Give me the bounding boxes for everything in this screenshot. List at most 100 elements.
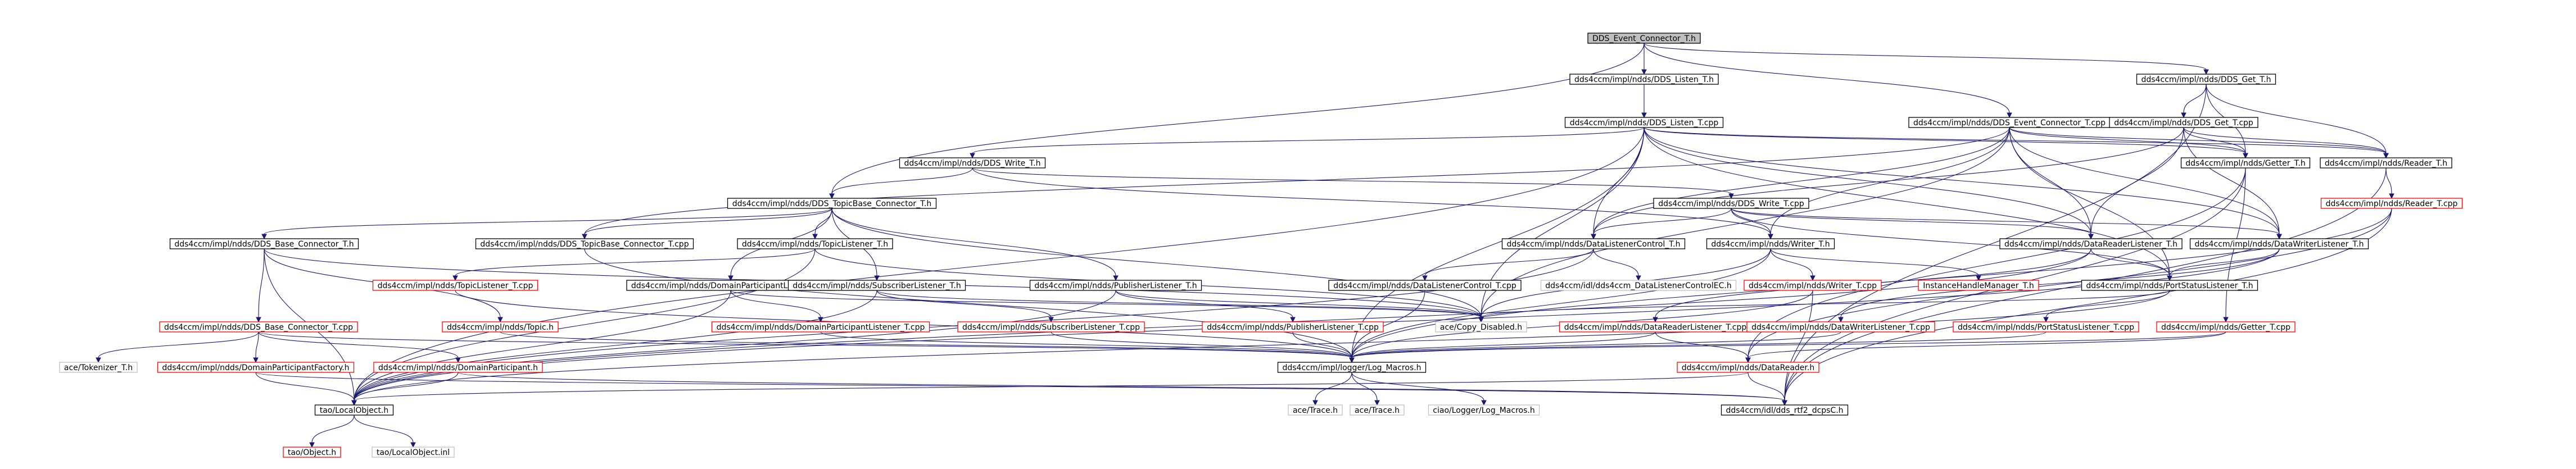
node-dds4ccm-impl-ndds-datawriterlistener-t-h[interactable]: dds4ccm/impl/ndds/DataWriterListener_T.h — [2189, 238, 2369, 249]
edge-line — [1351, 331, 2226, 358]
edge-n0-n2 — [1644, 43, 2209, 75]
node-dds4ccm-impl-ndds-portstatuslistener-t-h[interactable]: dds4ccm/impl/ndds/PortStatusListener_T.h — [2081, 280, 2258, 291]
node-dds4ccm-impl-ndds-domainparticipantfactory-h[interactable]: dds4ccm/impl/ndds/DomainParticipantFacto… — [157, 362, 355, 373]
edge-line — [1644, 127, 2280, 235]
node-dds4ccm-impl-ndds-reader-t-cpp[interactable]: dds4ccm/impl/ndds/Reader_T.cpp — [2320, 198, 2463, 209]
node-tao-localobject-h[interactable]: tao/LocalObject.h — [314, 404, 394, 416]
edge-n11-n47 — [1782, 208, 2392, 406]
edge-line — [354, 415, 414, 443]
node-label: dds4ccm/impl/ndds/SubscriberListener_T.h — [793, 281, 961, 290]
node-dds4ccm-impl-ndds-datalistenercontrol-t-cpp[interactable]: dds4ccm/impl/ndds/DataListenerControl_T.… — [1328, 280, 1522, 291]
node-label: dds4ccm/impl/ndds/SubscriberListener_T.c… — [962, 323, 1140, 332]
node-layer: DDS_Event_Connector_T.h dds4ccm/impl/ndds… — [59, 33, 2463, 458]
node-tao-object-h[interactable]: tao/Object.h — [283, 447, 341, 458]
node-tao-localobject-inl[interactable]: tao/LocalObject.inl — [372, 447, 455, 458]
node-dds4ccm-impl-ndds-dds-event-connector-t-cpp[interactable]: dds4ccm/impl/ndds/DDS_Event_Connector_T.… — [1908, 117, 2111, 128]
node-dds4ccm-impl-ndds-dds-listen-t-cpp[interactable]: dds4ccm/impl/ndds/DDS_Listen_T.cpp — [1564, 117, 1724, 128]
node-dds4ccm-impl-ndds-topiclistener-t-cpp[interactable]: dds4ccm/impl/ndds/TopicListener_T.cpp — [372, 280, 538, 291]
edge-line — [1115, 290, 1482, 318]
edge-line — [876, 290, 1482, 318]
node-box — [1435, 321, 1527, 333]
node-dds4ccm-impl-ndds-reader-t-h[interactable]: dds4ccm/impl/ndds/Reader_T.h — [2320, 157, 2452, 169]
node-dds4ccm-impl-ndds-dds-get-t-h[interactable]: dds4ccm/impl/ndds/DDS_Get_T.h — [2136, 74, 2276, 85]
edge-n4-n13 — [582, 127, 2010, 240]
edge-n9-n13 — [582, 208, 832, 240]
node-ace-copy-disabled-h[interactable]: ace/Copy_Disabled.h — [1435, 321, 1527, 333]
edge-line — [2009, 127, 2387, 154]
node-dds4ccm-impl-ndds-publisherlistener-t-h[interactable]: dds4ccm/impl/ndds/PublisherListener_T.h — [1029, 280, 1202, 291]
edge-line — [831, 43, 1645, 194]
node-dds4ccm-impl-ndds-topiclistener-t-h[interactable]: dds4ccm/impl/ndds/TopicListener_T.h — [737, 238, 893, 249]
node-dds4ccm-impl-ndds-domainparticipant-h[interactable]: dds4ccm/impl/ndds/DomainParticipant.h — [373, 362, 543, 373]
node-dds4ccm-impl-logger-log-macros-h[interactable]: dds4ccm/impl/logger/Log_Macros.h — [1277, 362, 1427, 373]
node-dds4ccm-impl-ndds-dds-listen-t-h[interactable]: dds4ccm/impl/ndds/DDS_Listen_T.h — [1569, 74, 1719, 85]
node-instancehandlemanager-t-h[interactable]: InstanceHandleManager_T.h — [1918, 280, 2039, 291]
edge-arrowhead — [96, 357, 101, 363]
edge-arrowhead — [452, 275, 458, 281]
node-dds4ccm-impl-ndds-dds-topicbase-connector-t-cpp[interactable]: dds4ccm/impl/ndds/DDS_TopicBase_Connecto… — [475, 238, 694, 249]
edge-line — [730, 290, 1482, 318]
node-dds4ccm-impl-ndds-portstatuslistener-t-cpp[interactable]: dds4ccm/impl/ndds/PortStatusListener_T.c… — [1953, 321, 2139, 333]
node-ciao-logger-log-macros-h[interactable]: ciao/Logger/Log_Macros.h — [1428, 404, 1540, 416]
edge-arrowhead — [1113, 275, 1119, 281]
node-box — [1744, 280, 1882, 291]
node-ace-trace-h[interactable]: ace/Trace.h — [1350, 404, 1405, 416]
node-dds4ccm-impl-ndds-dds-write-t-cpp[interactable]: dds4ccm/impl/ndds/DDS_Write_T.cpp — [1653, 198, 1809, 209]
node-dds4ccm-impl-ndds-publisherlistener-t-cpp[interactable]: dds4ccm/impl/ndds/PublisherListener_T.cp… — [1202, 321, 1384, 333]
node-dds4ccm-impl-ndds-dds-base-connector-t-cpp[interactable]: dds4ccm/impl/ndds/DDS_Base_Connector_T.c… — [159, 321, 358, 333]
node-label: dds4ccm/impl/ndds/DDS_Get_T.cpp — [2114, 119, 2253, 128]
node-dds4ccm-impl-ndds-subscriberlistener-t-h[interactable]: dds4ccm/impl/ndds/SubscriberListener_T.h — [787, 280, 966, 291]
node-label: dds4ccm/impl/ndds/PortStatusListener_T.h — [2086, 281, 2253, 290]
edge-line — [1351, 331, 1656, 358]
node-dds4ccm-impl-ndds-datawriterlistener-t-cpp[interactable]: dds4ccm/impl/ndds/DataWriterListener_T.c… — [1746, 321, 1935, 333]
node-dds4ccm-impl-ndds-datareaderlistener-t-h[interactable]: dds4ccm/impl/ndds/DataReaderListener_T.h — [1999, 238, 2183, 249]
node-dds4ccm-impl-ndds-getter-t-cpp[interactable]: dds4ccm/impl/ndds/Getter_T.cpp — [2156, 321, 2296, 333]
node-label: dds4ccm/impl/ndds/DataListenerControl_T.… — [1333, 281, 1516, 290]
edge-n4-n27 — [2009, 127, 2172, 281]
edge-line — [1731, 208, 2280, 235]
edge-arrowhead — [2243, 153, 2248, 159]
edge-arrowhead — [261, 234, 267, 240]
node-dds4ccm-impl-ndds-domainparticipantlistener-t-h[interactable]: dds4ccm/impl/ndds/DomainParticipantListe… — [626, 280, 835, 291]
node-box — [1288, 404, 1343, 416]
node-ace-tokenizer-t-h[interactable]: ace/Tokenizer_T.h — [59, 362, 138, 373]
node-dds4ccm-impl-ndds-getter-t-h[interactable]: dds4ccm/impl/ndds/Getter_T.h — [2180, 157, 2311, 169]
edge-n27-n33 — [1478, 290, 2170, 323]
node-dds4ccm-impl-ndds-datareaderlistener-t-cpp[interactable]: dds4ccm/impl/ndds/DataReaderListener_T.c… — [1559, 321, 1752, 333]
node-box — [2320, 198, 2463, 209]
node-box — [1350, 404, 1405, 416]
node-dds4ccm-impl-ndds-topic-h[interactable]: dds4ccm/impl/ndds/Topic.h — [442, 321, 559, 333]
edge-n42-n47 — [1747, 372, 1787, 406]
node-dds4ccm-impl-ndds-domainparticipantlistener-t-cpp[interactable]: dds4ccm/impl/ndds/DomainParticipantListe… — [711, 321, 930, 333]
edge-n3-n17 — [1644, 127, 2094, 240]
node-label: ciao/Logger/Log_Macros.h — [1433, 406, 1534, 415]
node-dds4ccm-impl-ndds-dds-get-t-cpp[interactable]: dds4ccm/impl/ndds/DDS_Get_T.cpp — [2109, 117, 2258, 128]
edge-line — [1784, 208, 2392, 401]
edge-n10-n16 — [1731, 208, 1773, 240]
node-box — [1202, 321, 1384, 333]
node-dds4ccm-impl-ndds-datalistenercontrol-t-h[interactable]: dds4ccm/impl/ndds/DataListenerControl_T.… — [1501, 238, 1686, 249]
edge-arrowhead — [1810, 275, 1816, 281]
node-dds4ccm-impl-ndds-dds-write-t-h[interactable]: dds4ccm/impl/ndds/DDS_Write_T.h — [899, 157, 1046, 169]
node-label: dds4ccm/impl/ndds/DataReaderListener_T.h — [2004, 240, 2177, 249]
node-box — [787, 280, 966, 291]
node-dds4ccm-impl-ndds-writer-t-h[interactable]: dds4ccm/impl/ndds/Writer_T.h — [1706, 238, 1835, 249]
node-dds4ccm-idl-dds-rtf2-dcpsc-h[interactable]: dds4ccm/idl/dds_rtf2_dcpsC.h — [1721, 404, 1849, 416]
node-label: tao/LocalObject.inl — [377, 448, 450, 457]
node-dds4ccm-impl-ndds-datareader-h[interactable]: dds4ccm/impl/ndds/DataReader.h — [1677, 362, 1819, 373]
node-dds4ccm-impl-ndds-dds-base-connector-t-h[interactable]: dds4ccm/impl/ndds/DDS_Base_Connector_T.h — [169, 238, 359, 249]
edge-n32-n41 — [1292, 331, 1355, 363]
edge-n0-n4 — [1644, 43, 2012, 119]
edge-line — [1770, 248, 1979, 276]
node-dds-event-connector-t-h: DDS_Event_Connector_T.h — [1587, 33, 1701, 44]
node-ace-trace-h[interactable]: ace/Trace.h — [1288, 404, 1343, 416]
edge-n8-n10 — [972, 167, 1734, 199]
edge-arrowhead — [256, 317, 261, 323]
edge-line — [820, 331, 1352, 358]
node-dds4ccm-idl-dds4ccm-datalistenercontrolec-h[interactable]: dds4ccm/idl/dds4ccm_DataListenerControlE… — [1540, 280, 1737, 291]
node-dds4ccm-impl-ndds-writer-t-cpp[interactable]: dds4ccm/impl/ndds/Writer_T.cpp — [1744, 280, 1882, 291]
node-dds4ccm-impl-ndds-dds-topicbase-connector-t-h[interactable]: dds4ccm/impl/ndds/DDS_TopicBase_Connecto… — [727, 198, 937, 209]
node-dds4ccm-impl-ndds-subscriberlistener-t-cpp[interactable]: dds4ccm/impl/ndds/SubscriberListener_T.c… — [957, 321, 1145, 333]
edge-n20-n30 — [730, 290, 823, 323]
edge-line — [1747, 372, 1785, 401]
